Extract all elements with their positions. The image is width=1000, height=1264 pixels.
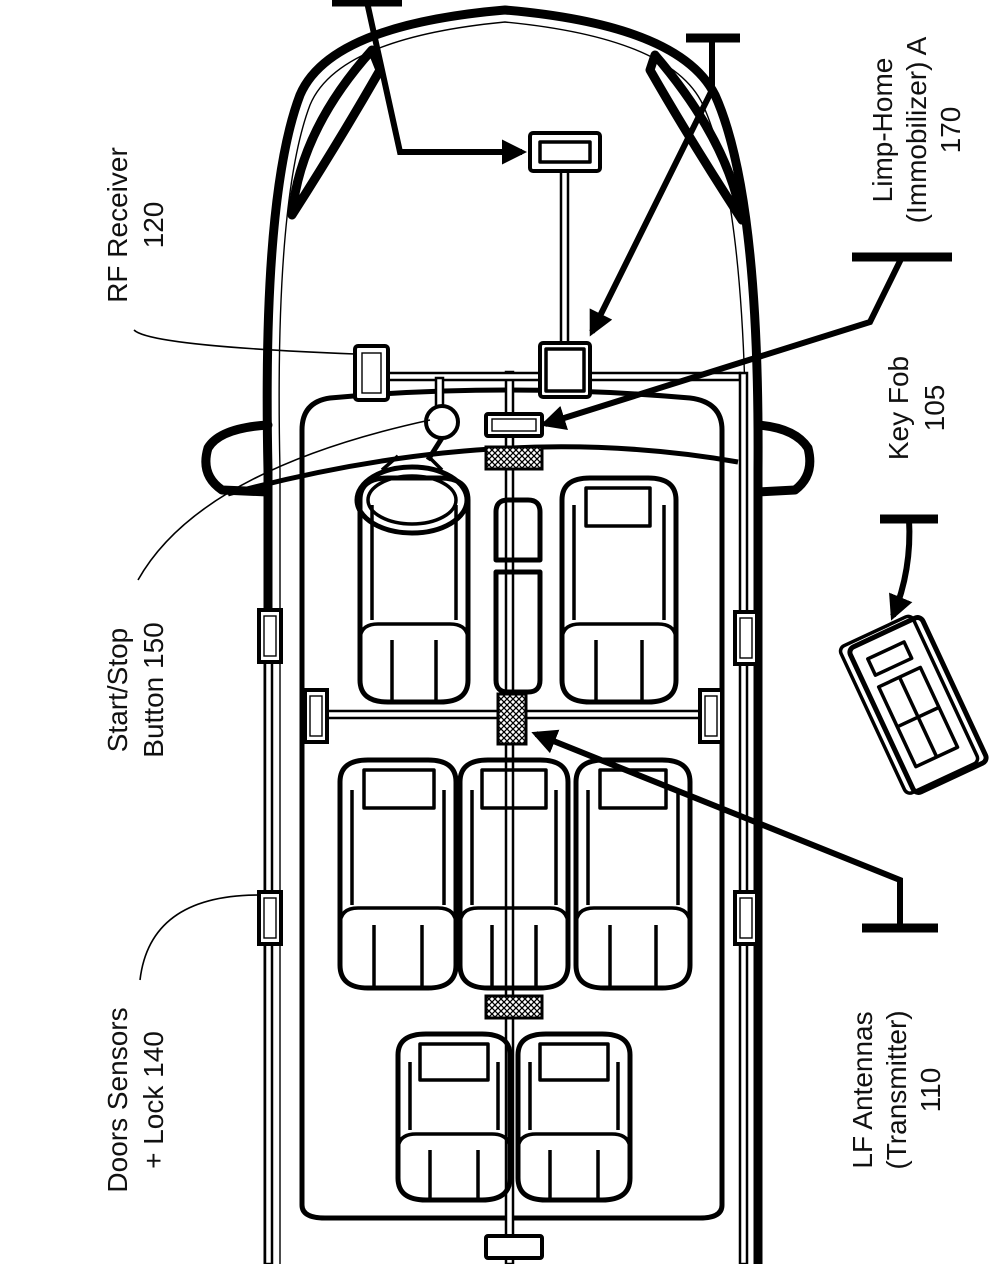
leader-key-fob [540,252,952,430]
cabin-outline [299,387,725,1221]
leader-door-sensors [139,894,260,981]
headlight-left [287,45,385,220]
rf-receiver-module [353,344,390,402]
label-limp-home-line2: (Immobilizer) A [901,36,932,223]
label-door-sensors: Doors Sensors + Lock 140 [102,1007,169,1192]
door-sensor-rear-right [733,890,759,946]
leader-lf-antennas [531,729,938,933]
door-sensor-mid-right [698,688,724,744]
leader-limp-home [589,33,740,337]
seat-front-passenger [559,475,679,705]
door-sensor-front-right [733,610,759,666]
label-key-fob: Key Fob 105 [883,356,950,460]
side-mirror-right [753,420,815,497]
door-sensor-rear-left [257,890,283,946]
seat-middle-left [337,757,459,991]
leader-fob-signal [880,514,938,621]
door-sensor-mid-left [303,688,329,744]
rear-module [484,1234,544,1260]
seat-middle-center [457,757,571,991]
label-lf-antennas: LF Antennas (Transmitter) 110 [847,1010,946,1169]
label-rf-receiver: RF Receiver 120 [102,147,169,303]
label-door-sensors-line1: Doors Sensors [102,1007,133,1192]
label-door-sensors-line2: + Lock 140 [138,1031,169,1169]
central-controller-module [538,341,592,399]
label-limp-home-line3: 170 [935,107,966,154]
label-limp-home: Limp-Home (Immobilizer) A 170 [867,36,966,223]
label-start-stop-line1: Start/Stop [102,628,133,753]
label-key-fob-line1: Key Fob [883,356,914,460]
label-lf-antennas-line3: 110 [915,1068,946,1113]
door-sensor-front-left [257,608,283,664]
label-rf-receiver-line1: RF Receiver [102,147,133,303]
seat-middle-right [573,757,693,991]
label-key-fob-line2: 105 [919,385,950,432]
seat-driver [357,475,471,705]
label-start-stop-line2: Button 150 [138,622,169,757]
lf-antenna-center [496,692,528,746]
key-slot-module [484,412,544,438]
seat-rear-right [515,1031,633,1203]
seat-rear-left [395,1031,513,1203]
label-rf-receiver-line2: 120 [138,202,169,249]
leader-rf-receiver [133,329,356,355]
label-lf-antennas-line2: (Transmitter) [881,1010,912,1169]
leader-immobilizer [332,0,528,165]
key-fob-device [838,614,989,795]
immobilizer-module [528,131,602,173]
label-lf-antennas-line1: LF Antennas [847,1011,878,1168]
label-limp-home-line1: Limp-Home [867,58,898,203]
leader-start-stop [137,419,431,581]
lf-antenna-front [484,445,544,471]
center-console [493,497,543,695]
headlight-right [645,50,747,225]
side-mirror-left [201,420,273,497]
label-start-stop: Start/Stop Button 150 [102,622,169,757]
lf-antenna-rear [484,994,544,1020]
